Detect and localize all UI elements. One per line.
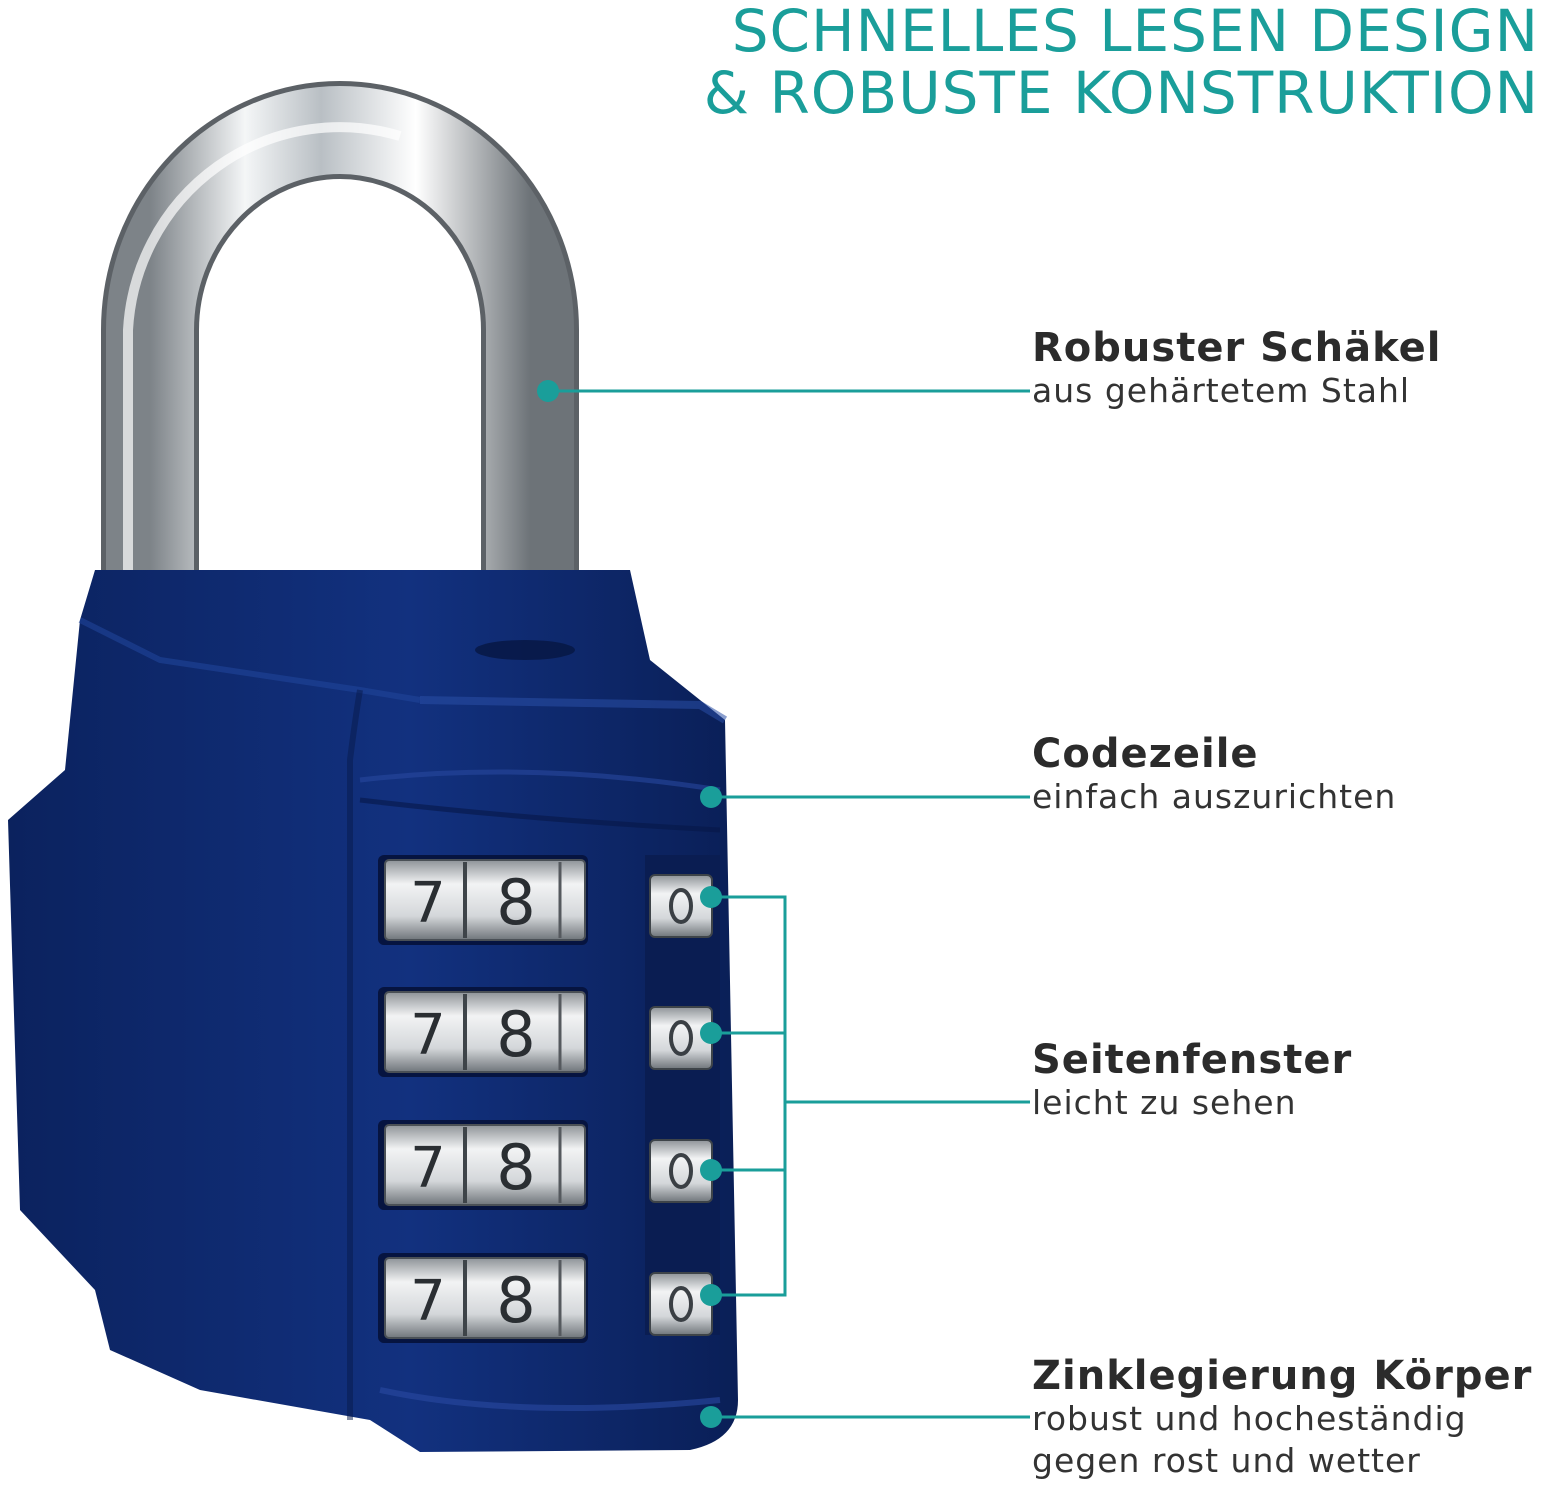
- dial-digit-right: 8: [496, 1264, 535, 1337]
- dial-digit-left: 7: [410, 871, 446, 936]
- feature-description: leicht zu sehen: [1032, 1083, 1297, 1122]
- feature-side-windows: Seitenfenster leicht zu sehen: [1032, 1038, 1352, 1124]
- shackle: [101, 81, 579, 645]
- lock-body: [8, 570, 738, 1452]
- feature-title: Robuster Schäkel: [1032, 325, 1442, 371]
- headline-line-1: SCHNELLES LESEN DESIGN: [731, 0, 1539, 65]
- feature-description: robust und hocheständig: [1032, 1399, 1467, 1438]
- callout-dots: [537, 380, 722, 1428]
- feature-description: aus gehärtetem Stahl: [1032, 371, 1411, 410]
- callout-bracket-windows: [711, 895, 787, 1297]
- dial-digit-left: 7: [410, 1269, 446, 1334]
- dial-digit-left: 7: [410, 1136, 446, 1201]
- feature-description: gegen rost und wetter: [1032, 1441, 1421, 1480]
- feature-title: Codezeile: [1032, 731, 1259, 777]
- side-window: [649, 874, 713, 938]
- feature-shackle: Robuster Schäkel aus gehärtetem Stahl: [1032, 326, 1441, 412]
- feature-title: Seitenfenster: [1032, 1037, 1353, 1083]
- feature-description: einfach auszurichten: [1032, 777, 1397, 816]
- feature-codeline: Codezeile einfach auszurichten: [1032, 732, 1396, 818]
- headline-line-2: & ROBUSTE KONSTRUKTION: [703, 59, 1539, 127]
- feature-title: Zinklegierung Körper: [1032, 1353, 1533, 1399]
- dial-digit-right: 8: [496, 1131, 535, 1204]
- feature-zinc-body: Zinklegierung Körper robust und hochestä…: [1032, 1354, 1532, 1482]
- dial-digit-left: 7: [410, 1003, 446, 1068]
- dial-digit-right: 8: [496, 998, 535, 1071]
- side-window: [649, 1272, 713, 1336]
- headline: SCHNELLES LESEN DESIGN & ROBUSTE KONSTRU…: [704, 0, 1539, 124]
- dial-digit-right: 8: [496, 866, 535, 939]
- callout-lines: [548, 389, 1030, 1419]
